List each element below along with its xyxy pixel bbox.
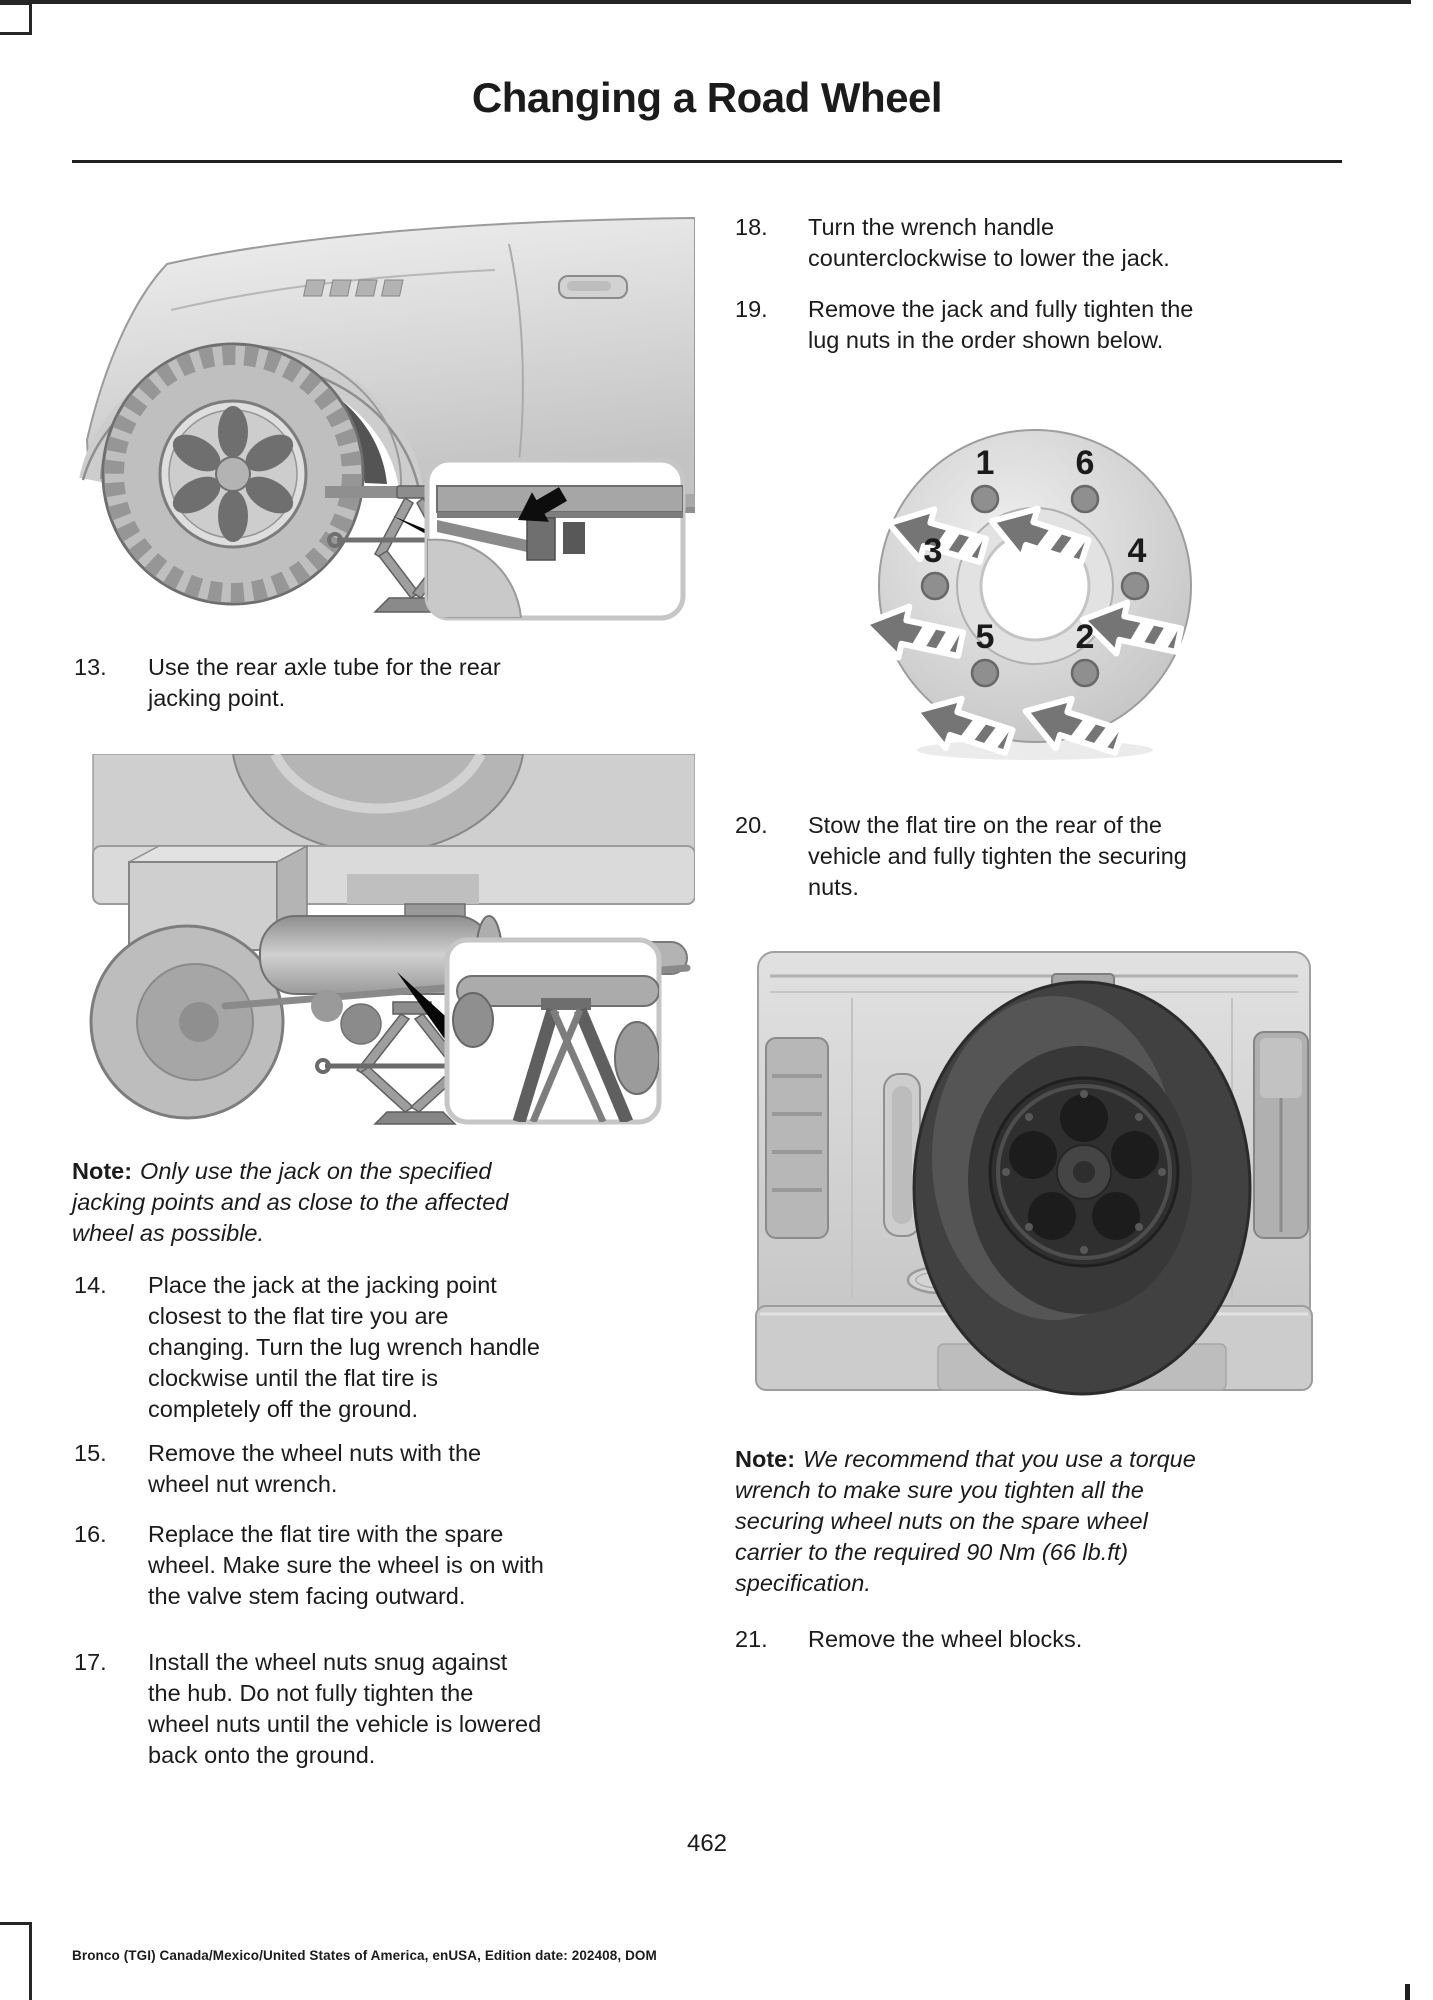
step-text: Remove the wheel nuts with the wheel nut…: [148, 1440, 482, 1497]
lug-label-6: 6: [1076, 444, 1095, 482]
lug-label-3: 3: [924, 532, 943, 570]
step-item-13: 13. Use the rear axle tube for the rear …: [74, 652, 664, 714]
note-torque-spec: Note:We recommend that you use a torque …: [735, 1444, 1335, 1599]
illustration-rear-axle-jacking-point: [89, 754, 695, 1125]
step-item-15: 15. Remove the wheel nuts with the wheel…: [74, 1438, 664, 1500]
lug-order-labels: 1 6 3 4 5 2: [924, 444, 1147, 656]
note-text: Only use the jack on the specified jacki…: [72, 1158, 509, 1246]
lug-nut-5: [970, 658, 1000, 688]
step-number: 16.: [74, 1521, 107, 1547]
step-item-19: 19. Remove the jack and fully tighten th…: [735, 294, 1335, 356]
step-text: Use the rear axle tube for the rear jack…: [148, 654, 501, 711]
step-number: 14.: [74, 1272, 107, 1298]
print-top-bar: [0, 0, 1411, 4]
step-item-21: 21. Remove the wheel blocks.: [735, 1624, 1335, 1655]
illustration-front-jacking-point: [79, 216, 695, 621]
step-number: 21.: [735, 1626, 768, 1652]
step-item-20: 20. Stow the flat tire on the rear of th…: [735, 810, 1335, 903]
print-corner-mark-bottom-left: [0, 1922, 32, 2000]
step-number: 15.: [74, 1440, 107, 1466]
spare-tire: [912, 980, 1252, 1396]
print-tick-bottom-right: [1405, 1984, 1410, 2000]
footer-edition-line: Bronco (TGI) Canada/Mexico/United States…: [72, 1948, 657, 1963]
lug-nut-3: [920, 571, 950, 601]
lug-label-1: 1: [976, 444, 995, 482]
lug-nut-4: [1120, 571, 1150, 601]
step-number: 19.: [735, 296, 768, 322]
step-text: Replace the flat tire with the spare whe…: [148, 1521, 544, 1609]
note-text: We recommend that you use a torque wrenc…: [735, 1446, 1196, 1596]
step-text: Remove the jack and fully tighten the lu…: [808, 296, 1194, 353]
step-number: 20.: [735, 812, 768, 838]
rear-wheel: [89, 924, 285, 1120]
rear-body: [92, 754, 695, 952]
step-number: 18.: [735, 214, 768, 240]
lug-nuts: [920, 484, 1150, 688]
illustration-spare-tire-on-rear: [755, 951, 1313, 1396]
step-text: Remove the wheel blocks.: [808, 1626, 1083, 1652]
step-number: 17.: [74, 1649, 107, 1675]
front-wheel: [101, 342, 365, 606]
step-item-16: 16. Replace the flat tire with the spare…: [74, 1519, 664, 1612]
step-item-14: 14. Place the jack at the jacking point …: [74, 1270, 664, 1425]
illustration-lug-nut-tightening-order: 1 6 3 4 5 2: [865, 429, 1192, 770]
step-text: Install the wheel nuts snug against the …: [148, 1649, 542, 1768]
note-label: Note:: [735, 1446, 796, 1472]
step-item-17: 17. Install the wheel nuts snug against …: [74, 1647, 664, 1771]
step-number: 13.: [74, 654, 107, 680]
step-text: Place the jack at the jacking point clos…: [148, 1272, 540, 1422]
lug-label-5: 5: [976, 618, 995, 656]
lug-label-4: 4: [1128, 532, 1147, 570]
note-jacking-points: Note:Only use the jack on the specified …: [72, 1156, 638, 1249]
title-rule: [72, 160, 1342, 163]
scissor-jack-rear: [315, 1001, 545, 1125]
inset-detail-content: [427, 485, 683, 618]
page-number: 462: [686, 1830, 728, 1857]
inset-detail-content: [452, 975, 659, 1122]
step-text: Stow the flat tire on the rear of the ve…: [808, 812, 1187, 900]
step-item-18: 18. Turn the wrench handle counterclockw…: [735, 212, 1335, 274]
step-text: Turn the wrench handle counterclockwise …: [808, 214, 1170, 271]
lug-nut-6: [1070, 484, 1100, 514]
lug-nut-2: [1070, 658, 1100, 688]
print-corner-mark-top-left: [0, 2, 32, 35]
note-label: Note:: [72, 1158, 133, 1184]
fender-vents: [302, 279, 404, 297]
lug-label-2: 2: [1076, 618, 1095, 656]
lug-nut-1: [970, 484, 1000, 514]
page-title: Changing a Road Wheel: [471, 74, 943, 121]
left-tail-lamp: [765, 1037, 829, 1239]
jacking-point-arrow-icon: [517, 487, 567, 522]
